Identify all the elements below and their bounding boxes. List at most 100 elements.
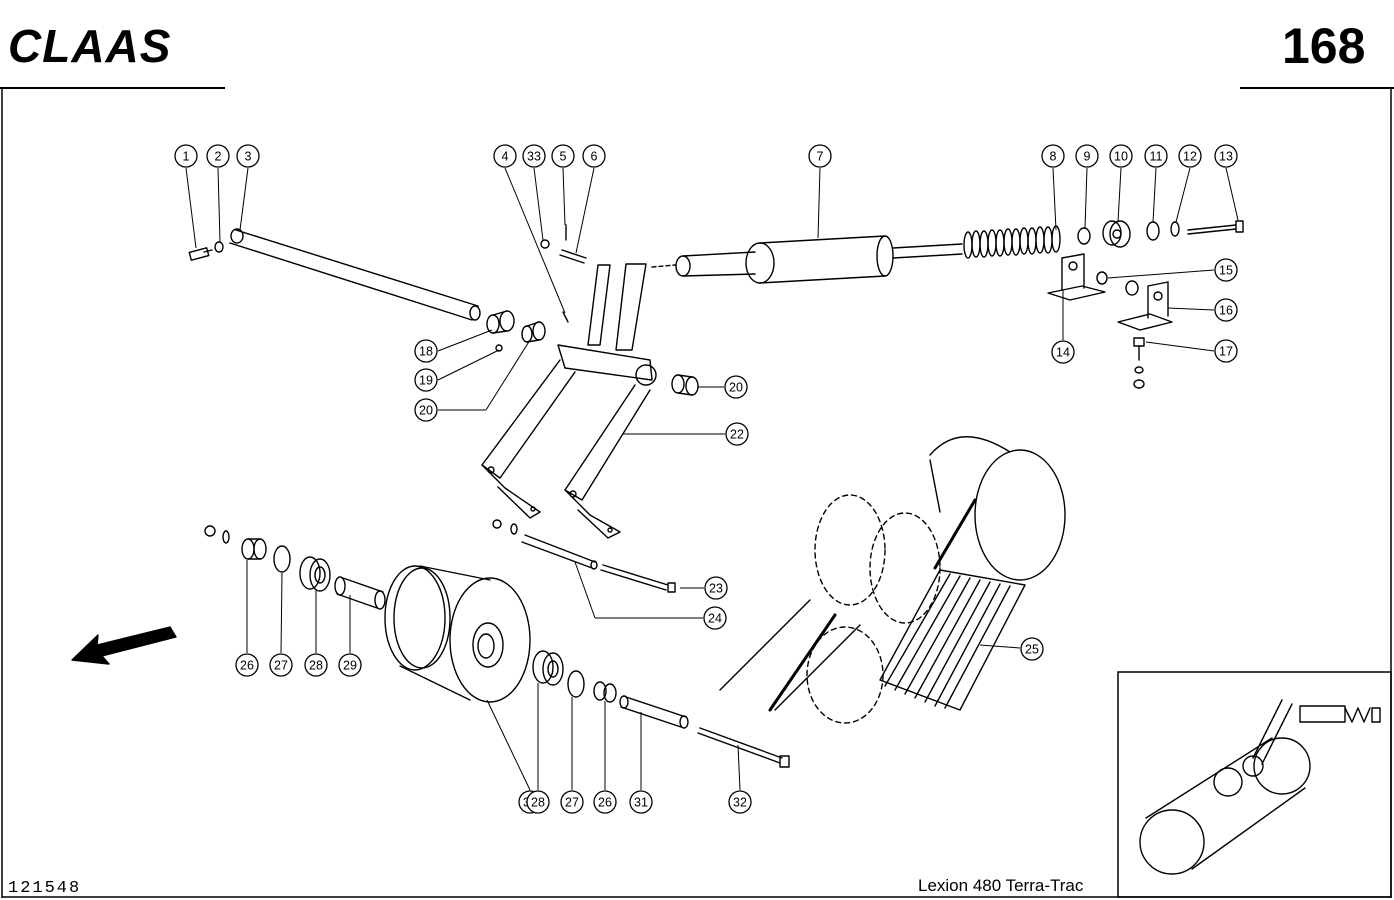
callout-circle (1075, 144, 1099, 168)
callout-circle (560, 790, 584, 814)
bolt-part-13 (1187, 220, 1244, 235)
arrow-left-down-icon (71, 626, 177, 665)
bushing-part-18 (486, 310, 515, 334)
bolt-part-6 (559, 249, 587, 264)
callout-5: 5 (551, 144, 575, 168)
callout-circle (174, 144, 198, 168)
ring-part-12 (1170, 221, 1180, 237)
retainer-part-10 (1102, 220, 1131, 248)
callout-label: 29 (343, 659, 357, 673)
callout-20: 20 (724, 375, 748, 399)
nut-part-15a (1096, 271, 1108, 285)
page-number: 168 (1282, 18, 1365, 74)
callout-27: 27 (560, 790, 584, 814)
callout-circle (414, 339, 438, 363)
callout-circle (414, 398, 438, 422)
callout-label: 28 (531, 796, 545, 810)
track-belt-part-25 (719, 436, 1066, 724)
callout-circle (808, 144, 832, 168)
callout-15: 15 (1214, 258, 1238, 282)
leader-lines (185, 167, 1239, 791)
callout-label: 27 (274, 659, 288, 673)
pin-part-24 (521, 534, 598, 570)
drawing-frame (1, 88, 1392, 898)
callout-4: 4 (493, 144, 517, 168)
grease-nipple-part-19 (495, 344, 503, 352)
circlip-part-27-left (273, 545, 291, 573)
callout-25: 25 (1020, 637, 1044, 661)
callout-label: 8 (1050, 150, 1057, 164)
bushing-part-20-right (671, 374, 699, 396)
callout-31: 31 (629, 790, 653, 814)
bolt-part-32 (697, 727, 790, 768)
callout-9: 9 (1075, 144, 1099, 168)
bushing-part-9 (1077, 227, 1091, 245)
callout-3: 3 (236, 144, 260, 168)
callout-circle (1214, 144, 1238, 168)
callout-label: 25 (1025, 643, 1039, 657)
callout-label: 13 (1219, 150, 1233, 164)
washer-part-24b (510, 523, 518, 535)
bushing-part-26-right (593, 681, 617, 703)
callout-28: 28 (526, 790, 550, 814)
tension-arm-part-22 (481, 263, 657, 539)
callout-circle (526, 790, 550, 814)
callout-19: 19 (414, 368, 438, 392)
callout-label: 31 (634, 796, 648, 810)
callout-33: 33 (522, 144, 546, 168)
callout-28: 28 (304, 653, 328, 677)
callout-circle (304, 653, 328, 677)
callout-circle (629, 790, 653, 814)
callout-label: 3 (245, 150, 252, 164)
callout-circle (725, 422, 749, 446)
callout-label: 2 (215, 150, 222, 164)
callout-label: 32 (733, 796, 747, 810)
washer-part-11 (1146, 221, 1160, 241)
cylinder-part-7 (651, 235, 963, 284)
callout-label: 6 (591, 150, 598, 164)
callout-circle (1178, 144, 1202, 168)
callout-circle (593, 790, 617, 814)
callout-circle (703, 606, 727, 630)
callout-label: 12 (1183, 150, 1197, 164)
callout-circle (1020, 637, 1044, 661)
callout-circle (1041, 144, 1065, 168)
callout-label: 19 (419, 374, 433, 388)
callout-circle (269, 653, 293, 677)
callout-circle (235, 653, 259, 677)
callout-label: 9 (1084, 150, 1091, 164)
callout-label: 26 (240, 659, 254, 673)
callout-1: 1 (174, 144, 198, 168)
callout-label: 26 (598, 796, 612, 810)
brand-logo: CLAAS (8, 20, 171, 72)
nut-part-33 (540, 239, 550, 249)
callout-26: 26 (593, 790, 617, 814)
callout-circle (1051, 340, 1075, 364)
idler-roller-part-30 (384, 565, 531, 703)
callout-circle (728, 790, 752, 814)
bracket-part-16 (1117, 281, 1173, 331)
model-name: Lexion 480 Terra-Trac (918, 876, 1084, 895)
callout-circle (582, 144, 606, 168)
callout-label: 14 (1056, 346, 1070, 360)
callout-circle (338, 653, 362, 677)
callout-24: 24 (703, 606, 727, 630)
callout-13: 13 (1214, 144, 1238, 168)
callout-11: 11 (1144, 144, 1168, 168)
spacer-part-29 (334, 576, 386, 610)
circlip-part-27-right (567, 670, 585, 698)
callout-7: 7 (808, 144, 832, 168)
callout-circle (206, 144, 230, 168)
callout-12: 12 (1178, 144, 1202, 168)
callout-6: 6 (582, 144, 606, 168)
shaft-part-3 (229, 228, 481, 321)
nut-part-24a (492, 519, 502, 529)
callout-label: 20 (729, 381, 743, 395)
callout-22: 22 (725, 422, 749, 446)
callout-circle (236, 144, 260, 168)
callout-label: 27 (565, 796, 579, 810)
callout-circle (1214, 298, 1238, 322)
callout-label: 16 (1219, 304, 1233, 318)
